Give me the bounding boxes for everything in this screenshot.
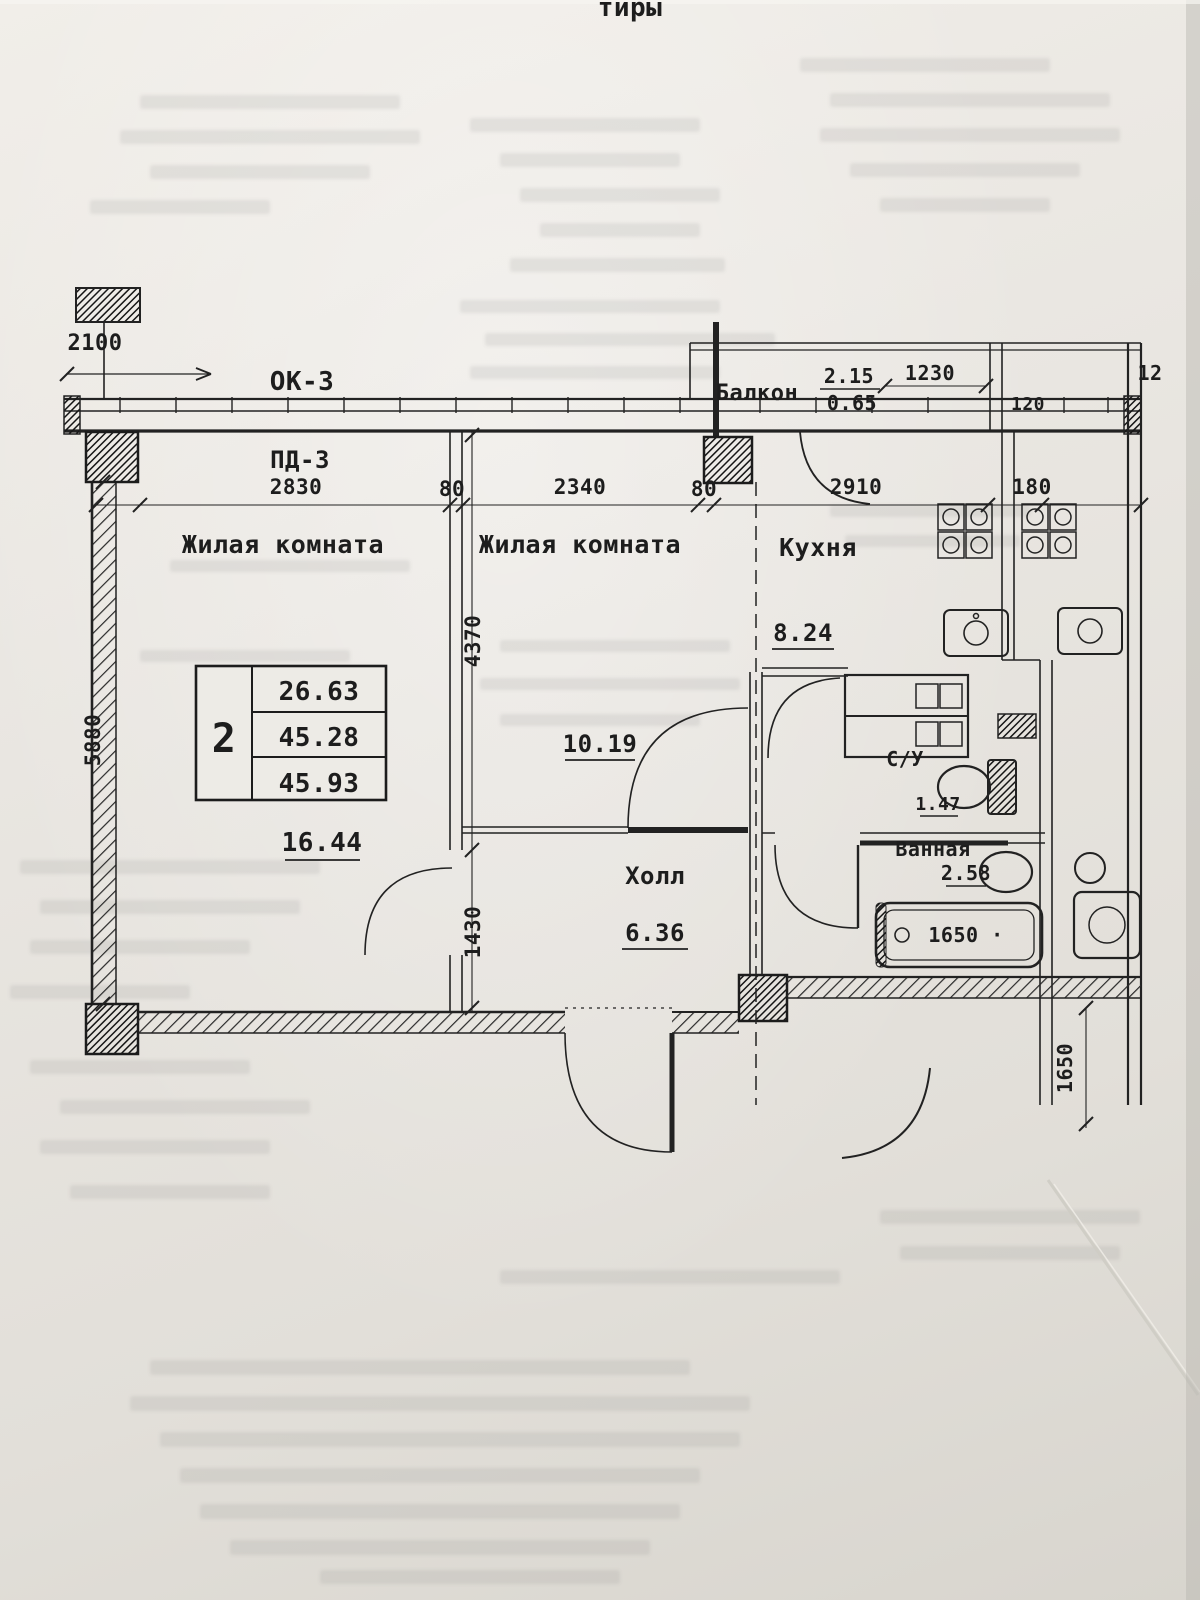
area-bath: 2.58 [941, 861, 991, 885]
kitchen-door [767, 677, 841, 759]
dim-1650-right: 1650 [1053, 1043, 1077, 1093]
pedestal-block [997, 713, 1037, 739]
balcony-outline [689, 322, 1141, 437]
stove-right [1021, 503, 1077, 559]
area-kitchen: 8.24 [773, 619, 833, 647]
balcony-door-arc [799, 431, 871, 505]
bathroom-door [774, 844, 860, 929]
area-hall: 6.36 [625, 919, 685, 947]
dim-2830: 2830 [270, 475, 323, 499]
top-window-wall [63, 395, 1142, 435]
toilet [936, 759, 1017, 815]
living-area-value: 26.63 [279, 677, 360, 707]
bathtub [874, 901, 1044, 969]
dim-80a: 80 [439, 477, 465, 501]
dim-2910: 2910 [830, 475, 883, 499]
kitchen-sink [943, 609, 1009, 657]
door-mark-pd3: ПД-3 [270, 446, 330, 474]
apartment-area-value: 45.28 [279, 723, 360, 753]
balcony-area-top: 2.15 [824, 364, 874, 388]
neighbor-sink [1057, 607, 1123, 655]
area-summary-table: 2 26.63 45.28 45.93 [194, 664, 388, 802]
dim-80b: 80 [691, 477, 717, 501]
dim-2340: 2340 [554, 475, 607, 499]
room-label-hall: Холл [625, 862, 685, 890]
entrance-door [564, 1032, 675, 1153]
tub-length-label: 1650 · [928, 923, 1003, 947]
balcony-label: Балкон [716, 381, 798, 406]
stove-left [937, 503, 993, 559]
page-title-fragment: тиры [598, 0, 663, 23]
dim-120: 120 [1011, 394, 1045, 415]
room-label-wc: С/У [886, 747, 924, 771]
washbasin [978, 850, 1106, 894]
dim-2100: 2100 [68, 331, 123, 356]
balcony-area-bottom: 0.65 [827, 391, 877, 415]
dim-1230: 1230 [905, 361, 955, 385]
top-left-pier [75, 287, 141, 399]
window-mark-ok3: ОК-3 [270, 367, 335, 397]
area-living2: 10.19 [563, 730, 638, 758]
interior-walls [449, 432, 1045, 1012]
dim-1430: 1430 [461, 906, 485, 959]
room-label-bath: Ванная [895, 837, 970, 861]
structural-columns [84, 430, 789, 1056]
dim-12: 12 [1137, 361, 1162, 385]
dim-180: 180 [1012, 475, 1051, 499]
dimension-lines [59, 366, 1149, 1132]
bleed-through-text [10, 58, 1140, 1584]
kitchen-counter [843, 673, 970, 759]
left-outer-wall [90, 482, 117, 1004]
rooms-count: 2 [212, 716, 237, 762]
party-wall [1001, 432, 1053, 1105]
dim-5880: 5880 [81, 714, 105, 767]
dim-4370: 4370 [461, 615, 485, 668]
neighbor-door-arc [841, 1067, 931, 1159]
room-label-living2: Жилая комната [479, 530, 681, 559]
room1-door [364, 867, 453, 956]
total-area-value: 45.93 [279, 769, 360, 799]
bottom-wall [138, 975, 1141, 1034]
room-label-kitchen: Кухня [779, 533, 857, 562]
area-wc: 1.47 [915, 794, 960, 815]
room-label-living1: Жилая комната [182, 530, 384, 559]
room2-door [627, 707, 749, 833]
washing-machine [1072, 890, 1142, 960]
area-living1: 16.44 [282, 828, 363, 858]
